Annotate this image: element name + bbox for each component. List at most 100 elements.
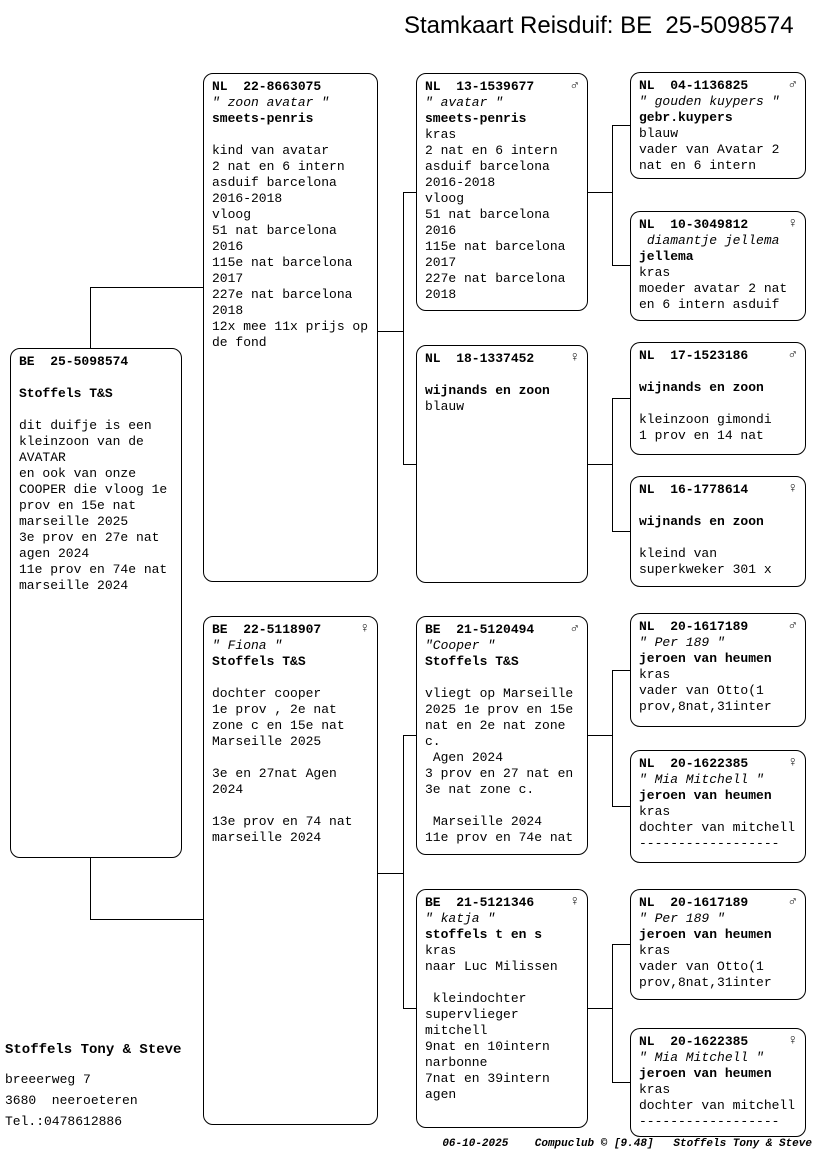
box-mf[interactable]: BE 21-5120494 ♂ "Cooper " Stoffels T&S v… [416,616,588,855]
loft-name: gebr.kuypers [639,110,733,125]
box-header: BE 21-5120494 ♂ [425,622,579,638]
box-fmf[interactable]: NL 17-1523186 ♂ wijnands en zoon kleinzo… [630,342,806,455]
pigeon-name: " katja " [425,911,496,926]
connector-line [588,464,612,465]
box-subject[interactable]: BE 25-5098574 Stoffels T&S dit duifje is… [10,348,182,858]
loft-name: jeroen van heumen [639,651,772,666]
connector-line [378,331,404,332]
box-header: NL 22-8663075 [212,79,369,95]
footer-credit: 06-10-2025 Compuclub © [9.48] Stoffels T… [442,1138,812,1150]
pigeon-name: " Mia Mitchell " [639,772,764,787]
connector-line [588,192,612,193]
pigeon-name [425,367,579,383]
pigeon-name: " Per 189 " [639,635,725,650]
sex-icon: ♀ [570,350,579,366]
ring-number: BE 22-5118907 [212,622,322,637]
box-fm[interactable]: NL 18-1337452 ♀ wijnands en zoon blauw [416,345,588,583]
owner-address-line2: 3680 neeroeteren [5,1093,138,1108]
pigeon-notes: dochter cooper 1e prov , 2e nat zone c e… [212,686,353,845]
box-mff[interactable]: NL 20-1617189 ♂ " Per 189 " jeroen van h… [630,613,806,727]
pigeon-name: "Cooper " [425,638,496,653]
ring-number: NL 20-1617189 [639,895,749,910]
box-mother[interactable]: BE 22-5118907 ♀ " Fiona " Stoffels T&S d… [203,616,378,1125]
ring-number: NL 13-1539677 [425,79,535,94]
connector-line [612,125,613,266]
ring-number: NL 22-8663075 [212,79,322,94]
connector-line [588,735,612,736]
box-header: NL 20-1622385 ♀ [639,1034,797,1050]
page-title: Stamkaart Reisduif: BE 25-5098574 [404,12,794,39]
loft-name: wijnands en zoon [639,514,764,529]
box-header: NL 13-1539677 ♂ [425,79,579,95]
connector-line [378,873,404,874]
connector-line [612,398,613,532]
sex-icon: ♀ [788,1033,797,1049]
connector-line [90,287,91,349]
pigeon-notes: kind van avatar 2 nat en 6 intern asduif… [212,143,369,350]
pigeon-name: " gouden kuypers " [639,94,780,109]
pigeon-notes: kras vader van Otto(1 prov,8nat,31inter [639,667,772,714]
pigeon-name [639,498,797,514]
box-header: NL 18-1337452 ♀ [425,351,579,367]
box-fmm[interactable]: NL 16-1778614 ♀ wijnands en zoon kleind … [630,476,806,587]
loft-name: wijnands en zoon [425,383,550,398]
box-header: NL 17-1523186 ♂ [639,348,797,364]
pigeon-notes: kleinzoon gimondi 1 prov en 14 nat [639,412,772,443]
box-header: NL 20-1617189 ♂ [639,619,797,635]
pigeon-notes: dit duifje is een kleinzoon van de AVATA… [19,418,168,593]
ring-number: BE 21-5121346 [425,895,535,910]
box-ffm[interactable]: NL 10-3049812 ♀ diamantje jellema jellem… [630,211,806,321]
box-mmf[interactable]: NL 20-1617189 ♂ " Per 189 " jeroen van h… [630,889,806,1000]
sex-icon: ♂ [570,621,579,637]
pigeon-notes: kras vader van Otto(1 prov,8nat,31inter [639,943,772,990]
box-header: BE 21-5121346 ♀ [425,895,579,911]
loft-name: jeroen van heumen [639,927,772,942]
connector-line [612,670,613,807]
pigeon-name: " zoon avatar " [212,95,330,110]
pigeon-name [19,370,173,386]
loft-name: Stoffels T&S [212,654,306,669]
box-ff[interactable]: NL 13-1539677 ♂ " avatar " smeets-penris… [416,73,588,311]
ring-number: NL 04-1136825 [639,78,749,93]
pigeon-name [639,364,797,380]
connector-line [612,531,630,532]
pigeon-name: " Fiona " [212,638,283,653]
pigeon-notes: kras dochter van mitchell --------------… [639,1082,796,1129]
connector-line [612,125,630,126]
pigeon-notes: kras naar Luc Milissen kleindochter supe… [425,943,558,1102]
sex-icon: ♀ [360,621,369,637]
connector-line [403,735,404,1009]
owner-name: Stoffels Tony & Steve [5,1042,182,1058]
box-mm[interactable]: BE 21-5121346 ♀ " katja " stoffels t en … [416,889,588,1128]
box-header: NL 10-3049812 ♀ [639,217,797,233]
connector-line [612,265,630,266]
box-header: NL 20-1617189 ♂ [639,895,797,911]
box-father[interactable]: NL 22-8663075 " zoon avatar " smeets-pen… [203,73,378,582]
sex-icon: ♀ [788,481,797,497]
connector-line [612,398,630,399]
pigeon-notes: kras 2 nat en 6 intern asduif barcelona … [425,127,566,302]
pigeon-notes: blauw [425,399,465,414]
sex-icon: ♂ [570,78,579,94]
box-mmm[interactable]: NL 20-1622385 ♀ " Mia Mitchell " jeroen … [630,1028,806,1137]
loft-name: jeroen van heumen [639,788,772,803]
box-mfm[interactable]: NL 20-1622385 ♀ " Mia Mitchell " jeroen … [630,750,806,863]
box-fff[interactable]: NL 04-1136825 ♂ " gouden kuypers " gebr.… [630,72,806,179]
owner-phone: Tel.:0478612886 [5,1114,123,1129]
loft-name: jellema [639,249,694,264]
ring-number: NL 18-1337452 [425,351,535,366]
sex-icon: ♀ [788,216,797,232]
connector-line [612,944,630,945]
pigeon-notes: kras dochter van mitchell --------------… [639,804,796,851]
connector-line [403,1008,416,1009]
ring-number: NL 17-1523186 [639,348,749,363]
pigeon-name: " Mia Mitchell " [639,1050,764,1065]
connector-line [588,1008,612,1009]
pigeon-name: diamantje jellema [639,233,780,248]
connector-line [403,464,416,465]
box-header: NL 20-1622385 ♀ [639,756,797,772]
pigeon-name: " avatar " [425,95,504,110]
pigeon-notes: blauw vader van Avatar 2 nat en 6 intern [639,126,780,173]
sex-icon: ♂ [788,894,797,910]
